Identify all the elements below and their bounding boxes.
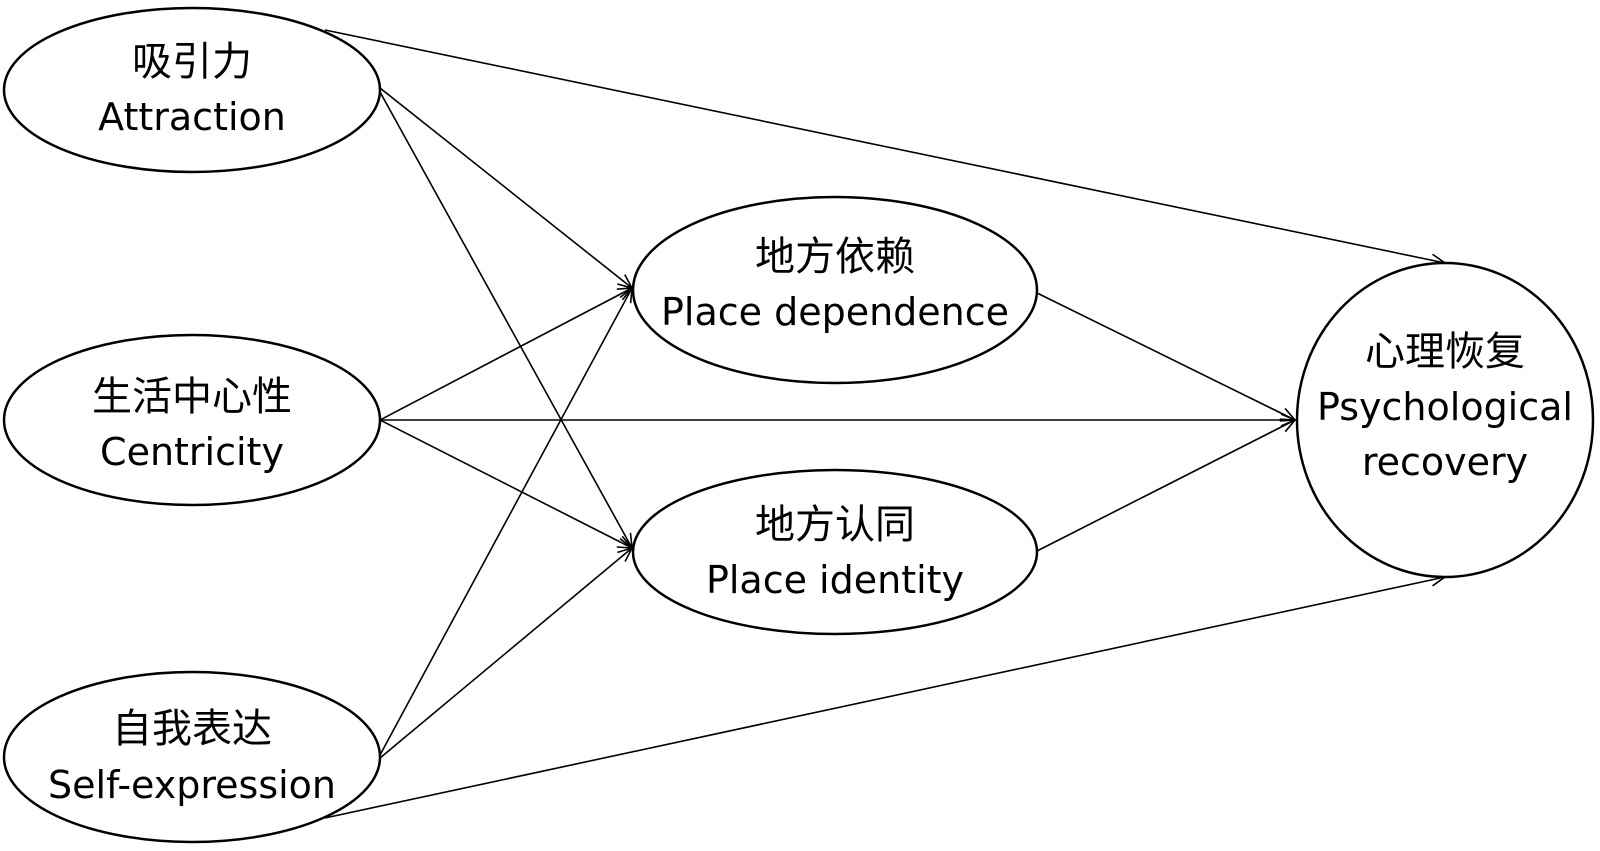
node-place-identity-label-en: Place identity <box>706 558 964 602</box>
node-self-expression-label-en: Self-expression <box>48 763 336 807</box>
node-self-expression-label-zh: 自我表达 <box>112 706 272 752</box>
node-psychological-recovery-label-en: Psychological <box>1317 385 1573 429</box>
node-place-dependence-label-en: Place dependence <box>661 290 1009 334</box>
node-place-identity-label-zh: 地方认同 <box>755 502 915 548</box>
node-centricity-label-zh: 生活中心性 <box>92 374 292 420</box>
edge-self-expression-to-place-identity <box>379 548 632 759</box>
edge-attraction-to-place-identity <box>379 91 632 548</box>
node-self-expression-shape <box>2 670 382 844</box>
node-place-dependence-shape <box>631 195 1039 385</box>
node-psychological-recovery-label-en-line2: recovery <box>1362 440 1528 484</box>
edge-place-identity-to-psychological-recovery <box>1034 420 1295 553</box>
node-self-expression: 自我表达 Self-expression <box>2 670 382 844</box>
edge-centricity-to-place-identity <box>379 419 632 548</box>
edge-attraction-to-psychological-recovery <box>324 29 1445 263</box>
node-place-identity: 地方认同 Place identity <box>631 468 1039 636</box>
node-attraction-shape <box>2 6 382 174</box>
edge-self-expression-to-place-dependence <box>379 288 632 756</box>
node-psychological-recovery: 心理恢复 Psychological recovery <box>1295 261 1595 579</box>
node-attraction-label-zh: 吸引力 <box>132 39 252 85</box>
node-place-dependence: 地方依赖 Place dependence <box>631 195 1039 385</box>
edges <box>324 29 1445 819</box>
edge-attraction-to-place-dependence <box>379 87 632 288</box>
node-attraction: 吸引力 Attraction <box>2 6 382 174</box>
node-psychological-recovery-shape <box>1295 261 1595 579</box>
edge-centricity-to-place-dependence <box>379 288 632 421</box>
node-centricity: 生活中心性 Centricity <box>2 333 382 507</box>
node-attraction-label-en: Attraction <box>98 95 286 139</box>
node-centricity-label-en: Centricity <box>100 430 284 474</box>
node-centricity-shape <box>2 333 382 507</box>
node-place-identity-shape <box>631 468 1039 636</box>
edge-self-expression-to-psychological-recovery <box>324 577 1445 819</box>
edge-place-dependence-to-psychological-recovery <box>1034 291 1295 420</box>
node-place-dependence-label-zh: 地方依赖 <box>755 234 915 280</box>
node-psychological-recovery-label-zh: 心理恢复 <box>1365 329 1525 375</box>
